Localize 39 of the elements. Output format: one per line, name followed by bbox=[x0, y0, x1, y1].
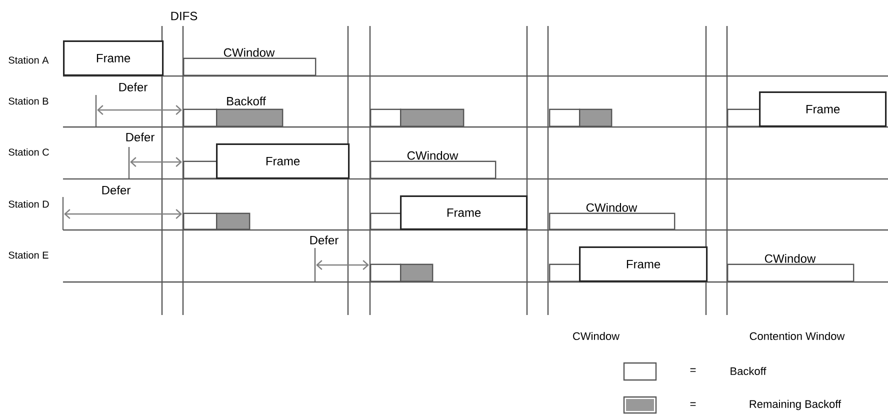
remaining-backoff-box bbox=[400, 264, 434, 282]
backoff-box bbox=[183, 212, 218, 230]
backoff-box bbox=[370, 264, 402, 282]
legend-text: Backoff bbox=[730, 366, 766, 376]
remaining-backoff-box bbox=[579, 108, 612, 127]
station-label: Station A bbox=[8, 56, 49, 64]
contention-window-box bbox=[183, 58, 316, 76]
backoff-box bbox=[370, 108, 402, 127]
backoff-box bbox=[549, 108, 580, 127]
window-label: CWindow bbox=[586, 203, 638, 212]
backoff-box bbox=[183, 108, 218, 127]
station-label: Station D bbox=[8, 200, 49, 208]
defer-label: Defer bbox=[310, 236, 338, 244]
legend-text: Remaining Backoff bbox=[750, 400, 842, 410]
remaining-backoff-box bbox=[216, 212, 250, 230]
backoff-label: Backoff bbox=[227, 96, 266, 106]
interval-label: DIFS bbox=[171, 12, 198, 20]
contention-window-box bbox=[549, 212, 676, 230]
backoff-box bbox=[370, 212, 402, 230]
window-label: CWindow bbox=[407, 151, 458, 160]
defer-label: Defer bbox=[126, 132, 154, 142]
equals-sign: = bbox=[690, 402, 696, 406]
contention-window-box bbox=[370, 160, 496, 179]
backoff-box bbox=[549, 264, 580, 282]
legend-term: CWindow bbox=[573, 332, 620, 340]
remaining-backoff-box bbox=[216, 108, 284, 127]
backoff-box bbox=[183, 160, 218, 179]
remaining-backoff-box bbox=[400, 108, 464, 127]
window-label: CWindow bbox=[764, 254, 816, 263]
station-label: Station C bbox=[8, 148, 49, 156]
station-label: Station B bbox=[8, 97, 48, 105]
backoff-box bbox=[727, 108, 760, 127]
frame-box: Frame bbox=[63, 40, 164, 76]
legend-definition: Contention Window bbox=[750, 332, 845, 340]
window-label: CWindow bbox=[224, 48, 275, 57]
station-label: Station E bbox=[8, 251, 48, 259]
defer-label: Defer bbox=[102, 186, 130, 194]
equals-sign: = bbox=[690, 368, 696, 372]
contention-window-box bbox=[727, 264, 854, 282]
